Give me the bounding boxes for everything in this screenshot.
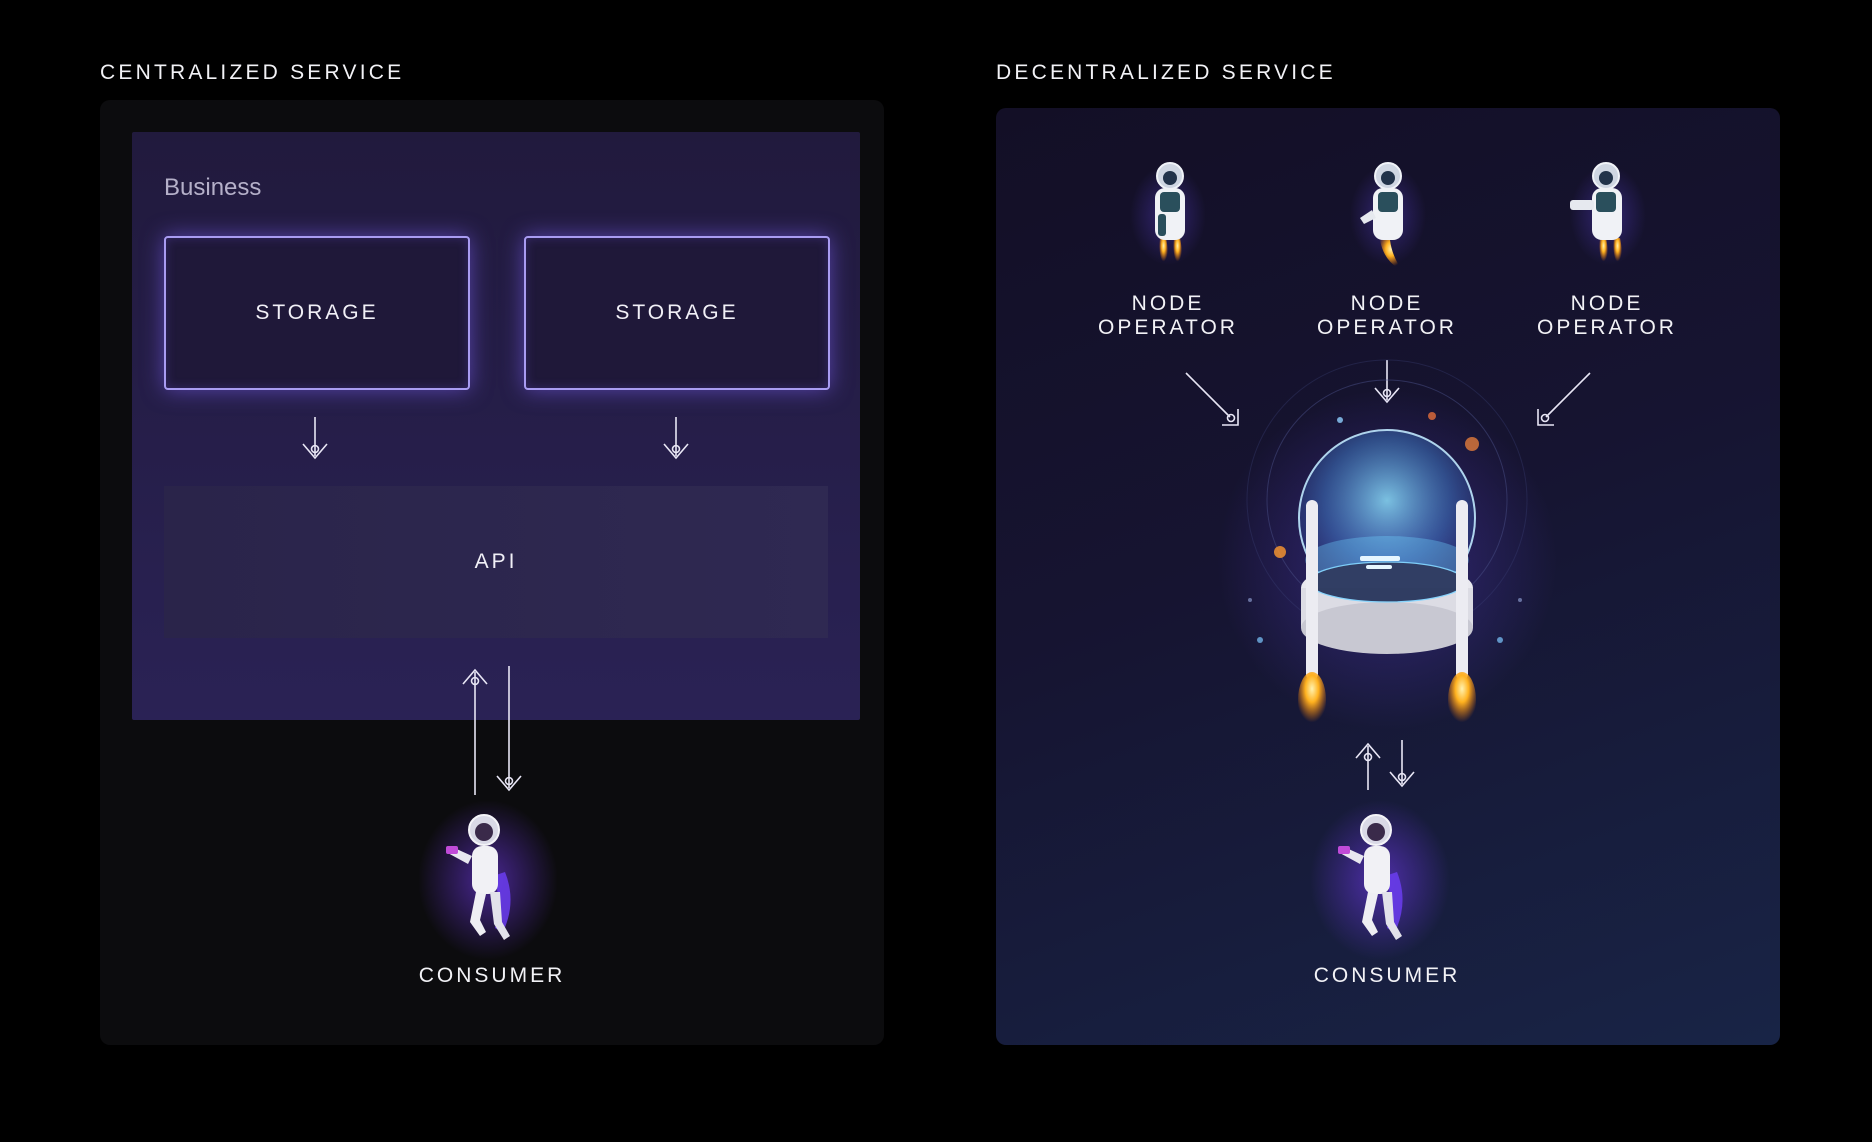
arrow-up-icon	[462, 668, 488, 795]
arrow-down-icon	[1389, 740, 1415, 788]
centralized-title: CENTRALIZED SERVICE	[100, 61, 405, 84]
arrow-down-icon	[663, 417, 689, 460]
jetpack-astronaut-icon	[1130, 162, 1206, 265]
node-operator-label: NODE OPERATOR	[1297, 292, 1477, 340]
arrow-down-icon	[496, 666, 522, 792]
storage-box: STORAGE	[164, 236, 470, 390]
jetpack-astronaut-icon	[1350, 162, 1426, 270]
node-operator-label-line2: OPERATOR	[1098, 316, 1238, 339]
node-operator-label-line2: OPERATOR	[1537, 316, 1677, 339]
node-operator-label: NODE OPERATOR	[1517, 292, 1697, 340]
arrow-down-icon	[1185, 372, 1239, 426]
decentralized-title: DECENTRALIZED SERVICE	[996, 61, 1336, 84]
astronaut-icon	[1310, 800, 1450, 960]
storage-box: STORAGE	[524, 236, 830, 390]
node-operator-label: NODE OPERATOR	[1078, 292, 1258, 340]
glass-dome-ship-icon	[1217, 359, 1557, 730]
arrow-down-icon	[1537, 372, 1591, 426]
consumer-label: CONSUMER	[418, 964, 566, 987]
node-operator-label-line2: OPERATOR	[1317, 316, 1457, 339]
astronaut-icon	[418, 800, 558, 960]
arrow-up-icon	[1355, 742, 1381, 790]
arrow-down-icon	[302, 417, 328, 460]
api-box: API	[164, 486, 828, 638]
node-operator-label-line1: NODE	[1131, 292, 1205, 315]
consumer-label: CONSUMER	[1313, 964, 1461, 987]
node-operator-label-line1: NODE	[1570, 292, 1644, 315]
jetpack-astronaut-icon	[1570, 162, 1646, 265]
business-label: Business	[164, 174, 262, 201]
node-operator-label-line1: NODE	[1350, 292, 1424, 315]
